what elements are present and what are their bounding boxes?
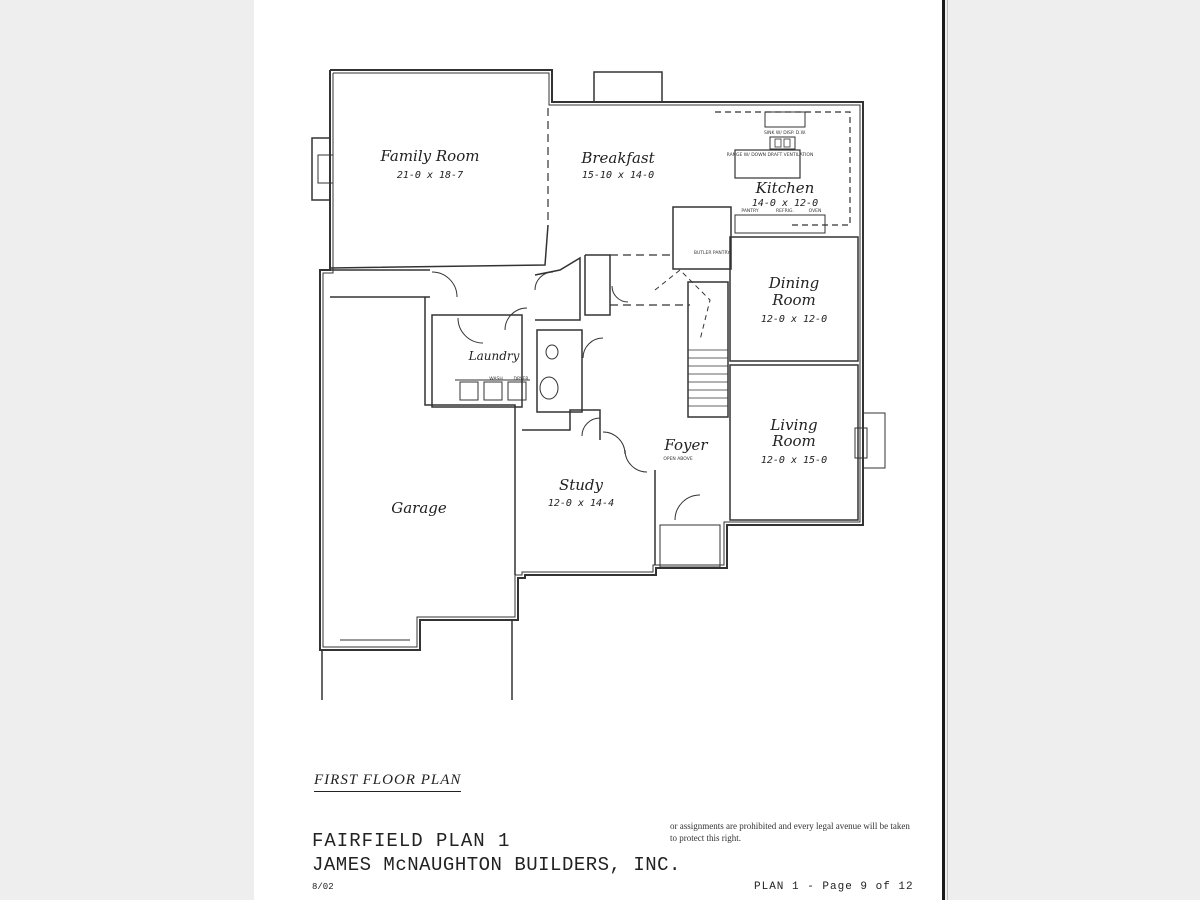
living-room-size: 12-0 x 15-0 (761, 455, 827, 466)
family-room-size: 21-0 x 18-7 (397, 170, 463, 181)
family-room-label: Family Room (380, 147, 480, 165)
living-room-label: Living (769, 416, 817, 434)
refrig-label: REFRIG. (776, 208, 794, 214)
dining-room-size: 12-0 x 12-0 (761, 314, 827, 325)
oven-label: OVEN (809, 208, 822, 214)
laundry-label: Laundry (468, 349, 520, 363)
dryer-label: DRYER (513, 376, 528, 382)
sheet-edge (942, 0, 945, 900)
washer-label: WASH (489, 376, 503, 382)
breakfast-size: 15-10 x 14-0 (582, 170, 654, 181)
dining-room-label-2: Room (771, 291, 816, 309)
study-label: Study (559, 476, 604, 494)
living-room-label-2: Room (771, 432, 816, 450)
butler-pantry-label: BUTLER PANTRY (694, 250, 730, 256)
island-label: RANGE W/ DOWN DRAFT VENTILATION (727, 152, 814, 158)
builder-name: JAMES McNAUGHTON BUILDERS, INC. (312, 854, 681, 876)
walls (311, 69, 886, 700)
foyer-note: OPEN ABOVE (663, 456, 693, 462)
plan-title: FIRST FLOOR PLAN (314, 772, 462, 792)
plan-date: 8/02 (312, 882, 334, 892)
pantry-label: PANTRY (741, 208, 758, 214)
page-number: PLAN 1 - Page 9 of 12 (754, 881, 914, 893)
plan-name: FAIRFIELD PLAN 1 (312, 830, 511, 852)
breakfast-label: Breakfast (580, 149, 655, 167)
door-swings (431, 271, 701, 521)
copyright-note: or assignments are prohibited and every … (670, 821, 910, 843)
dining-room-label: Dining (768, 274, 820, 292)
kitchen-size: 14-0 x 12-0 (752, 198, 818, 209)
garage-label: Garage (391, 499, 447, 517)
sink-label: SINK W/ DISP. D.W. (764, 130, 806, 136)
drawing-sheet (254, 0, 942, 900)
kitchen-label: Kitchen (755, 179, 815, 197)
sheet-edge-shadow (947, 0, 948, 900)
study-size: 12-0 x 14-4 (548, 498, 614, 509)
foyer-label: Foyer (663, 436, 708, 454)
